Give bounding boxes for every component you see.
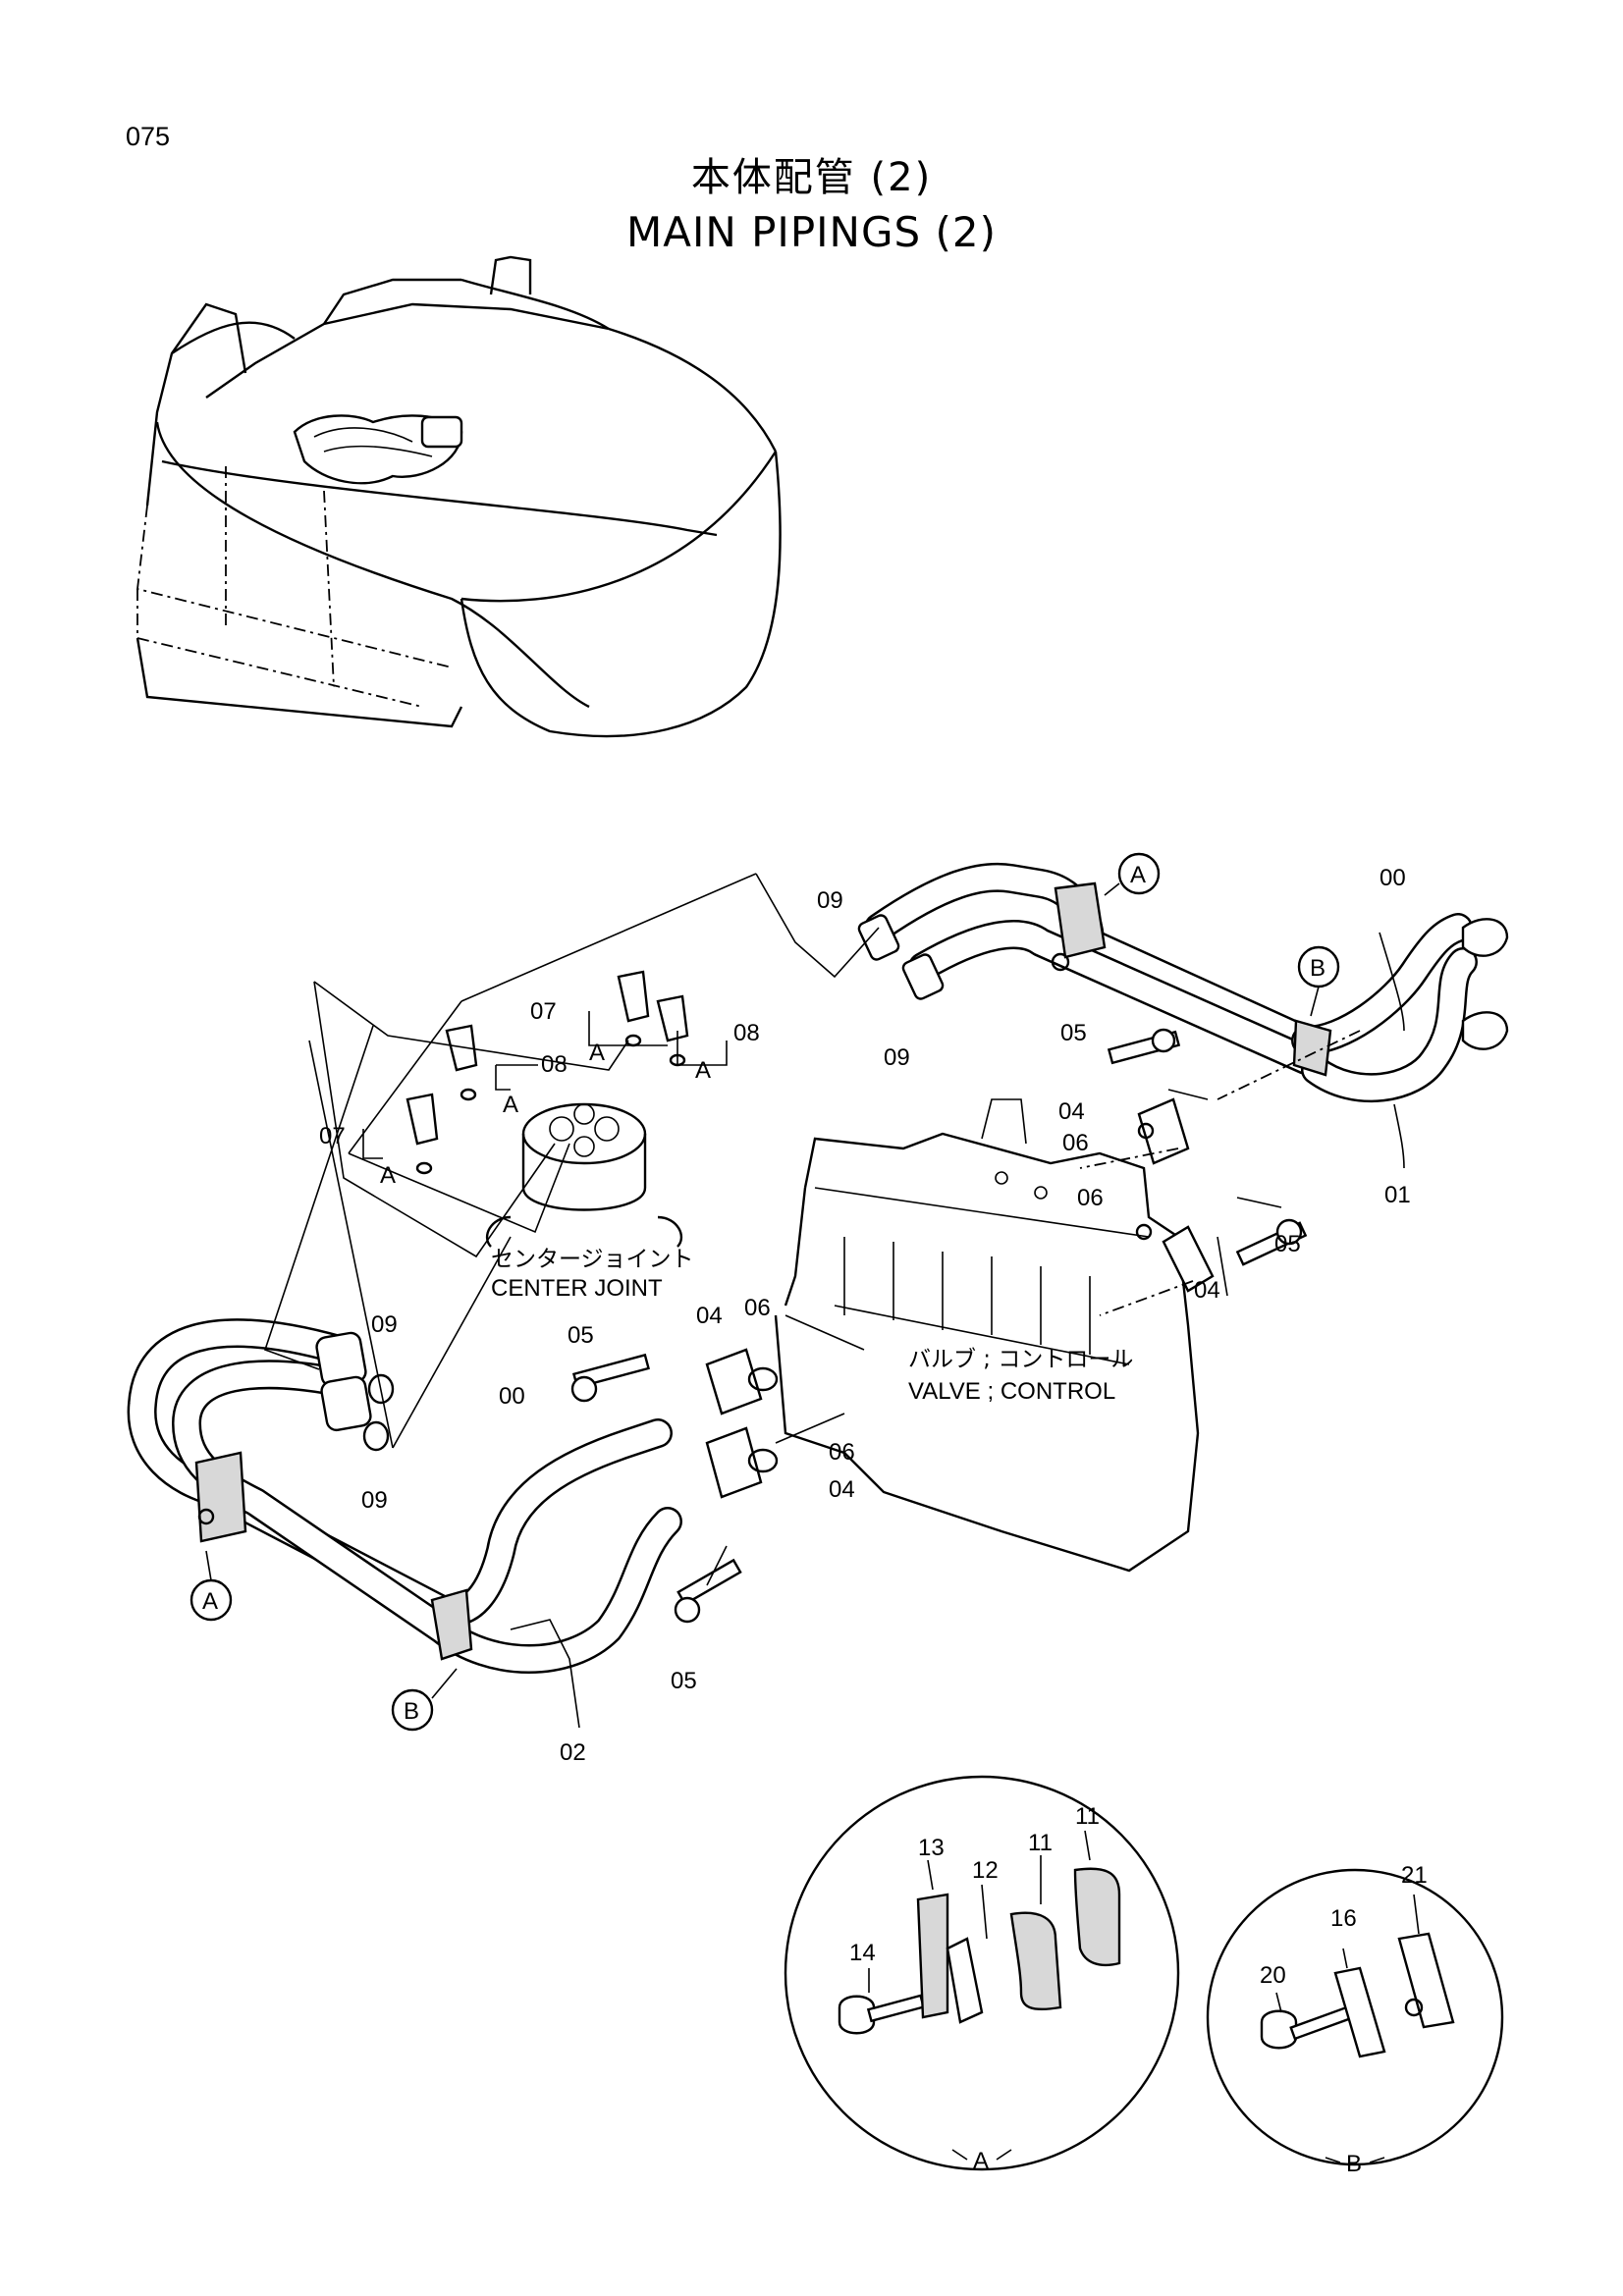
callout-06-valve-upper: 06: [744, 1295, 771, 1321]
view-marker-a-upper: A: [1130, 862, 1146, 888]
callout-09-left-upper: 09: [371, 1311, 398, 1338]
callout-08-left: 08: [541, 1051, 568, 1078]
mini-a-label-2: A: [695, 1057, 711, 1084]
callout-05-right: 05: [1274, 1231, 1301, 1257]
center-joint: [485, 1102, 683, 1248]
callout-08-right: 08: [733, 1020, 760, 1046]
detail-a-part-11-left: 11: [1028, 1830, 1053, 1856]
callout-00-upper: 00: [1380, 865, 1406, 891]
callout-09-upper-right: 09: [884, 1044, 910, 1071]
callout-07-left: 07: [319, 1123, 346, 1149]
mini-a-label-1: A: [589, 1040, 605, 1066]
callout-06-mid: 06: [1077, 1185, 1104, 1211]
page-title: 本体配管 (2) MAIN PIPINGS (2): [0, 145, 1623, 256]
callout-07-top: 07: [530, 998, 557, 1025]
callout-05-upper: 05: [1060, 1020, 1087, 1046]
detail-b-part-21: 21: [1401, 1862, 1428, 1889]
callout-05-lower: 05: [671, 1668, 697, 1694]
callout-01: 01: [1384, 1182, 1411, 1208]
callout-05-mid: 05: [568, 1322, 594, 1349]
view-marker-b-upper: B: [1310, 955, 1325, 982]
callout-labels: 00 01 09 09 05 04 06 06 04 05 07 08 08 0…: [319, 865, 1411, 1766]
view-marker-b-lower: B: [404, 1698, 419, 1725]
callout-04-upper: 04: [1058, 1098, 1085, 1125]
fittings: [194, 881, 1509, 1661]
leader-lines: [263, 873, 1405, 1729]
callout-04-valve-lower: 04: [829, 1476, 855, 1503]
callout-06-upper: 06: [1062, 1130, 1089, 1156]
detail-b-part-16: 16: [1330, 1905, 1357, 1932]
mini-a-label-4: A: [380, 1162, 396, 1189]
component-labels: センタージョイント CENTER JOINT バルブ ; コントロール VALV…: [491, 1247, 1133, 1405]
center-joint-label-en: CENTER JOINT: [491, 1275, 663, 1302]
view-markers: A B A B: [189, 852, 1340, 1732]
valve-label-jp: バルブ ; コントロール: [908, 1347, 1133, 1372]
center-joint-label-jp: センタージョイント: [491, 1247, 694, 1272]
view-marker-a-lower: A: [202, 1588, 218, 1615]
valve-label-en: VALVE ; CONTROL: [908, 1378, 1115, 1405]
callout-09-upper-left: 09: [817, 887, 843, 914]
detail-a-part-11-right: 11: [1075, 1803, 1100, 1830]
callout-00-lower: 00: [499, 1383, 525, 1410]
detail-a-label: A: [973, 2148, 989, 2174]
title-japanese: 本体配管 (2): [690, 155, 933, 200]
detail-a-part-12: 12: [972, 1857, 999, 1884]
detail-b: 20 16 21 B: [1206, 1862, 1504, 2177]
callout-06-valve-lower: 06: [829, 1439, 855, 1466]
detail-b-part-20: 20: [1260, 1962, 1286, 1989]
machine-overview: [135, 255, 782, 738]
detail-a-part-13: 13: [918, 1835, 945, 1861]
callout-09-left-lower: 09: [361, 1487, 388, 1514]
mini-a-label-3: A: [503, 1092, 518, 1118]
detail-a-part-14: 14: [849, 1940, 876, 1966]
detail-b-label: B: [1346, 2151, 1362, 2177]
callout-04-valve-upper: 04: [696, 1303, 723, 1329]
callout-02: 02: [560, 1739, 586, 1766]
control-valve: [774, 1098, 1200, 1573]
callout-04-mid: 04: [1194, 1277, 1220, 1304]
page-number: 075: [126, 122, 171, 151]
title-english: MAIN PIPINGS (2): [625, 208, 998, 256]
hoses: [127, 862, 1478, 1674]
detail-a: 14 13 12 11 11 A: [784, 1775, 1180, 2174]
